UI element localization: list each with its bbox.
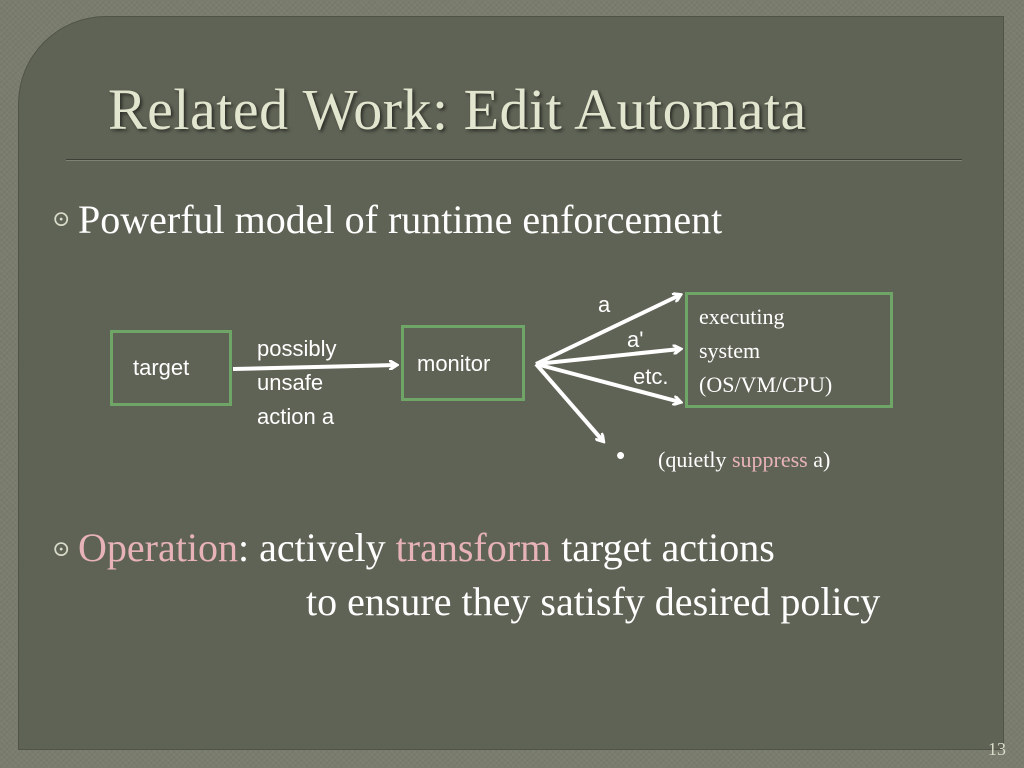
input-label-line-3: action a [257,404,335,429]
target-label: target [133,355,190,380]
operation-after-label: : actively [237,525,396,570]
branch-label-a: a [598,292,611,317]
executing-system-box [685,292,893,408]
branch-label-etc: etc. [633,364,669,389]
bullet-operation-continuation: to ensure they satisfy desired policy [306,579,881,624]
input-label-line-1: possibly [257,336,337,361]
executing-label-line-1: executing [699,304,785,329]
suppress-word: suppress [731,447,808,472]
suppress-prefix: (quietly [658,447,732,472]
monitor-box [401,325,525,401]
input-label-line-2: unsafe [257,370,324,395]
title-divider [66,159,962,161]
suppress-suffix: a) [807,447,831,472]
executing-label-line-2: system [699,338,761,363]
transform-word: transform [395,525,552,570]
branch-label-a-prime: a' [627,327,644,352]
slide-panel [18,16,1004,750]
target-box [110,330,232,406]
operation-rest-line1: target actions [551,525,775,570]
slide-title: Related Work: Edit Automata [108,77,807,142]
suppress-bullet: • [616,440,626,470]
page-number: 13 [988,739,1006,759]
monitor-label: monitor [417,351,491,376]
circled-dot-bullet-icon: ⊙ [52,536,71,561]
circled-dot-bullet-icon: ⊙ [52,206,71,231]
suppress-label: (quietly suppress a) [658,443,830,477]
executing-label-line-3: (OS/VM/CPU) [699,372,833,397]
operation-label: Operation [78,525,238,570]
bullet-operation: Operation: actively transform target act… [78,522,775,574]
bullet-powerful-model: Powerful model of runtime enforcement [78,197,723,242]
